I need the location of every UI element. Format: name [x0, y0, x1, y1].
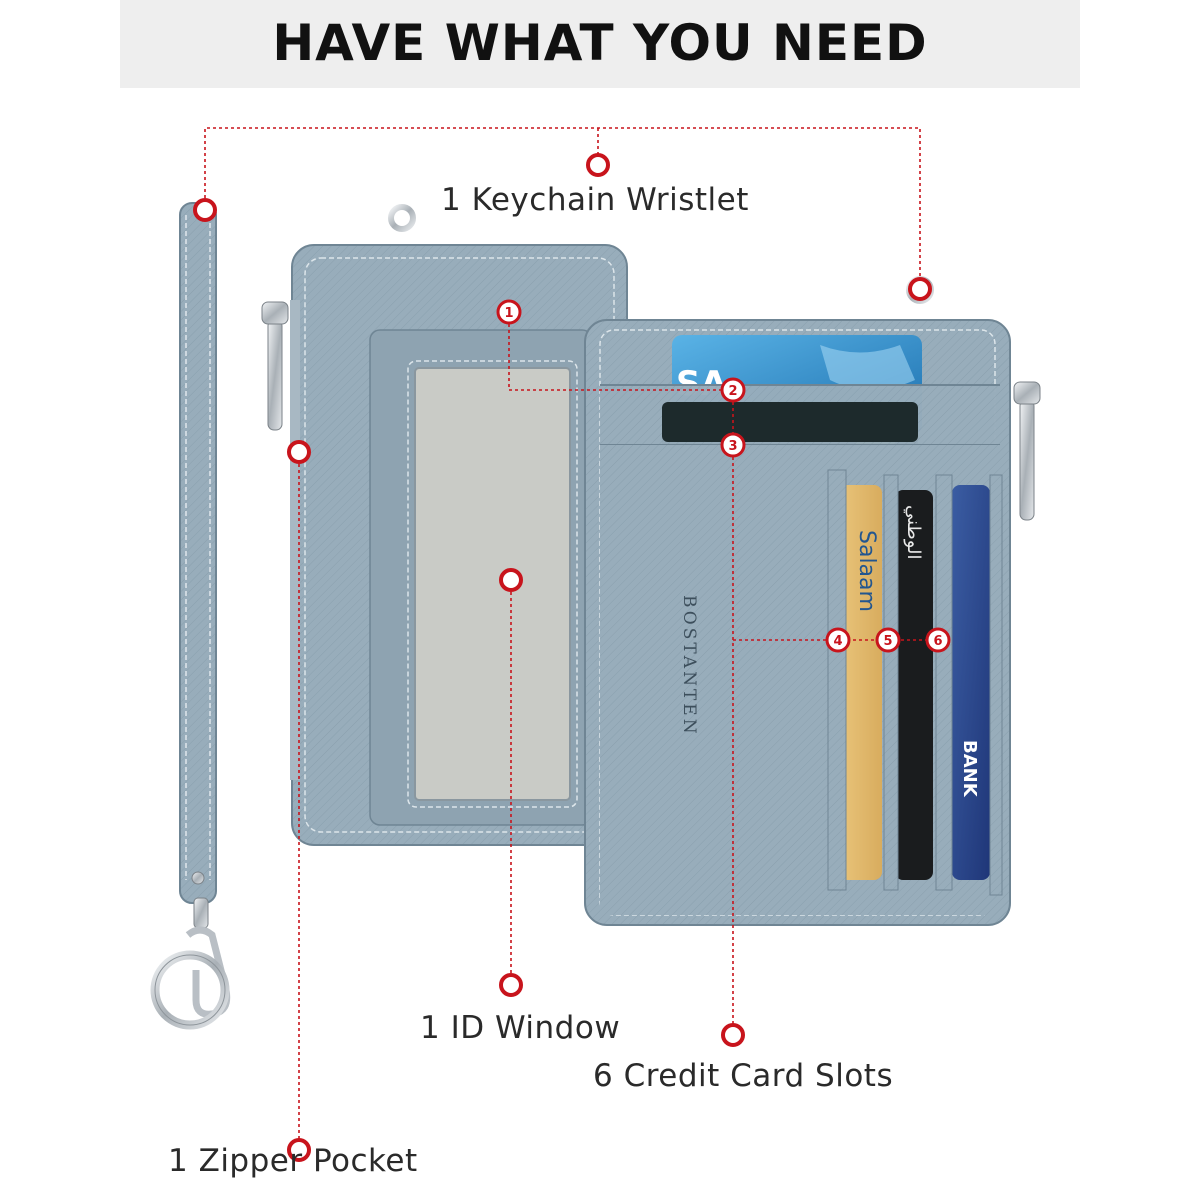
slot-marker-3 [720, 432, 746, 458]
page-title: HAVE WHAT YOU NEED [272, 14, 928, 72]
keychain-marker [586, 153, 610, 177]
keychain-wristlet-label: 1 Keychain Wristlet [441, 182, 749, 218]
zipper-pull [267, 319, 283, 431]
callout-lines [204, 127, 938, 1150]
slot-marker-1 [496, 299, 522, 325]
back-d-ring [388, 204, 416, 232]
slot-marker-2 [720, 377, 746, 403]
front-wallet: SA Salaam الوطني BANK BOSTANTEN [584, 276, 1041, 926]
back-wallet [261, 204, 628, 846]
blue-card [952, 485, 990, 880]
callout-markers [193, 153, 932, 1162]
credit-card-slots-label: 6 Credit Card Slots [593, 1058, 894, 1094]
slot-marker-3-label: 3 [728, 439, 737, 454]
credit-slots-marker [721, 1023, 745, 1047]
id-window [414, 367, 571, 801]
slot-marker-4 [825, 627, 851, 653]
slot-marker-2-label: 2 [728, 384, 737, 399]
id-window-marker-top [499, 568, 523, 592]
header-banner: HAVE WHAT YOU NEED [120, 0, 1080, 88]
slot-marker-1-label: 1 [504, 306, 513, 321]
front-zipper-pull [1019, 399, 1035, 521]
strap-rivet [191, 871, 205, 885]
id-window-label: 1 ID Window [420, 1010, 621, 1046]
salaam-card-text: Salaam [854, 530, 879, 612]
zipper-marker-bottom [287, 1138, 311, 1162]
slot-marker-4-label: 4 [833, 634, 842, 649]
slot-marker-5 [875, 627, 901, 653]
d-ring-marker [908, 277, 932, 301]
slot-marker-6 [925, 627, 951, 653]
zipper-marker-top [287, 440, 311, 464]
strap-marker [193, 198, 217, 222]
bank-card-text: BANK [959, 740, 980, 798]
arabic-card-text: الوطني [903, 505, 924, 560]
id-window-marker-bottom [499, 973, 523, 997]
slot-marker-5-label: 5 [883, 634, 892, 649]
gold-card [840, 485, 882, 880]
slot-marker-6-label: 6 [933, 634, 942, 649]
brand-mark: BOSTANTEN [679, 595, 699, 737]
slot-number-markers: 1 2 3 4 5 6 [496, 299, 951, 653]
wristlet-strap [179, 202, 217, 904]
zipper-pocket-label: 1 Zipper Pocket [168, 1143, 418, 1179]
black-card [895, 490, 933, 880]
key-ring [150, 897, 231, 1030]
